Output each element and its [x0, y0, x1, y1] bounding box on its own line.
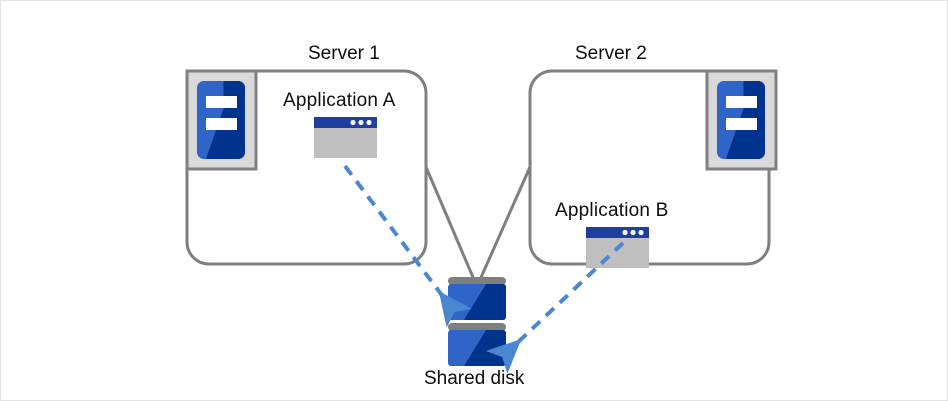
disk-stack-icon	[448, 277, 506, 366]
server1-to-disk-link	[424, 166, 477, 283]
application-b-label: Application B	[555, 200, 669, 221]
server2-to-disk-link	[477, 166, 532, 283]
server-icon	[705, 69, 778, 171]
application-a-to-disk-access	[343, 164, 472, 328]
application-b-to-disk-access	[485, 241, 625, 374]
server1-title: Server 1	[308, 43, 380, 64]
application-a-label: Application A	[283, 90, 396, 111]
server-icon	[185, 69, 258, 171]
shared-disk-label: Shared disk	[424, 368, 525, 389]
server2-title: Server 2	[575, 43, 647, 64]
application-window-icon	[314, 117, 377, 158]
